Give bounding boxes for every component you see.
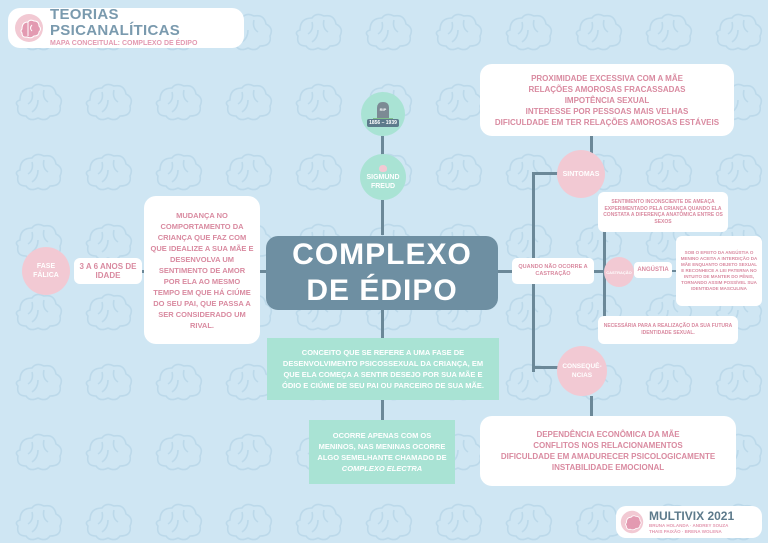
connector: [590, 134, 593, 156]
anguish-card: ANGÚSTIA: [634, 262, 672, 278]
freud-name-circle: SIGMUND FREUD: [360, 154, 406, 200]
consequence-item: DEPENDÊNCIA ECONÔMICA DA MÃE: [536, 430, 680, 439]
threat-text: SENTIMENTO INCONSCIENTE DE AMEAÇA EXPERI…: [603, 199, 723, 225]
anguish-desc-card: SOB O EFEITO DA ANGÚSTIA O MENINO ACEITA…: [676, 236, 762, 306]
castration-label: CASTRAÇÃO: [606, 269, 632, 275]
necessary-card: NECESSÁRIA PARA A REALIZAÇÃO DA SUA FUTU…: [598, 316, 738, 344]
footer-authors-2: THAIS PAIXÃO · BRENA WOLENA: [649, 528, 722, 534]
consequences-card: DEPENDÊNCIA ECONÔMICA DA MÃE CONFLITOS N…: [480, 416, 736, 486]
connector: [590, 396, 593, 418]
connector: [381, 200, 384, 235]
header-card: TEORIAS PSICANALÍTICAS MAPA CONCEITUAL: …: [8, 6, 244, 48]
consequences-circle: CONSEQUÊ-NCIAS: [557, 346, 607, 396]
connector: [381, 136, 384, 156]
footer-authors-1: BRUNA HOLANDA · ANDREY SOUZA: [649, 522, 729, 528]
consequence-item: CONFLITOS NOS RELACIONAMENTOS: [533, 441, 683, 450]
connector: [532, 366, 560, 369]
anguish-desc-text: SOB O EFEITO DA ANGÚSTIA O MENINO ACEITA…: [680, 250, 758, 291]
symptom-item: DIFICULDADE EM TER RELAÇÕES AMOROSAS EST…: [494, 117, 720, 127]
symptom-item: RELAÇÕES AMOROSAS FRACASSADAS: [528, 84, 686, 94]
electra-text: COMPLEXO ELECTRA: [341, 464, 423, 473]
connector: [497, 270, 517, 273]
svg-text:RIP: RIP: [380, 107, 387, 112]
footer-card: MULTIVIX 2021 BRUNA HOLANDA · ANDREY SOU…: [616, 506, 762, 538]
symptoms-card: PROXIMIDADE EXCESSIVA COM A MÃE RELAÇÕES…: [480, 64, 734, 136]
castration-condition-card: QUANDO NÃO OCORRE A CASTRAÇÃO: [512, 258, 594, 284]
phase-circle: FASE FÁLICA: [22, 247, 70, 295]
brain-icon: [379, 165, 387, 172]
consequence-item: INSTABILIDADE EMOCIONAL: [551, 463, 665, 472]
phase-label: FASE FÁLICA: [33, 263, 59, 279]
connector: [381, 400, 384, 420]
symptom-item: INTERESSE POR PESSOAS MAIS VELHAS: [525, 106, 689, 116]
freud-years-circle: RIP 1856 – 1939: [361, 92, 405, 136]
description-card: MUDANÇA NO COMPORTAMENTO DA CRIANÇA QUE …: [144, 196, 260, 344]
freud-name: SIGMUND FREUD: [366, 174, 400, 190]
page-subtitle: MAPA CONCEITUAL: COMPLEXO DE ÉDIPO: [50, 40, 198, 47]
consequences-label: CONSEQUÊ-NCIAS: [562, 363, 602, 379]
freud-years: 1856 – 1939: [367, 119, 399, 127]
connector: [532, 172, 560, 175]
center-title: COMPLEXO DE ÉDIPO: [292, 238, 472, 307]
page-title: TEORIAS PSICANALÍTICAS: [50, 6, 181, 39]
concept-box: CONCEITO QUE SE REFERE A UMA FASE DE DES…: [267, 338, 499, 400]
girls-text: OCORRE APENAS COM OS MENINOS, NAS MENINA…: [317, 431, 447, 462]
necessary-text: NECESSÁRIA PARA A REALIZAÇÃO DA SUA FUTU…: [603, 323, 733, 336]
connector: [594, 270, 608, 273]
brain-icon: [15, 14, 43, 42]
symptoms-circle: SINTOMAS: [557, 150, 605, 198]
symptoms-label: SINTOMAS: [562, 170, 600, 178]
castration-circle: CASTRAÇÃO: [604, 257, 634, 287]
age-label: 3 A 6 ANOS DE IDADE: [79, 262, 137, 280]
center-title-box: COMPLEXO DE ÉDIPO: [266, 236, 498, 310]
castration-condition: QUANDO NÃO OCORRE A CASTRAÇÃO: [518, 264, 588, 277]
symptom-item: IMPOTÊNCIA SEXUAL: [564, 95, 650, 105]
age-card: 3 A 6 ANOS DE IDADE: [74, 258, 142, 284]
description-text: MUDANÇA NO COMPORTAMENTO DA CRIANÇA QUE …: [150, 210, 254, 330]
brain-icon: [620, 510, 644, 534]
connector: [381, 310, 384, 338]
anguish-label: ANGÚSTIA: [637, 267, 669, 273]
threat-card: SENTIMENTO INCONSCIENTE DE AMEAÇA EXPERI…: [598, 192, 728, 232]
girls-box: OCORRE APENAS COM OS MENINOS, NAS MENINA…: [309, 420, 455, 484]
footer-brand: MULTIVIX 2021: [649, 508, 735, 523]
consequence-item: DIFICULDADE EM AMADURECER PSICOLOGICAMEN…: [500, 452, 716, 461]
concept-text: CONCEITO QUE SE REFERE A UMA FASE DE DES…: [282, 348, 484, 390]
symptom-item: PROXIMIDADE EXCESSIVA COM A MÃE: [531, 73, 683, 83]
tombstone-icon: RIP: [373, 102, 393, 121]
